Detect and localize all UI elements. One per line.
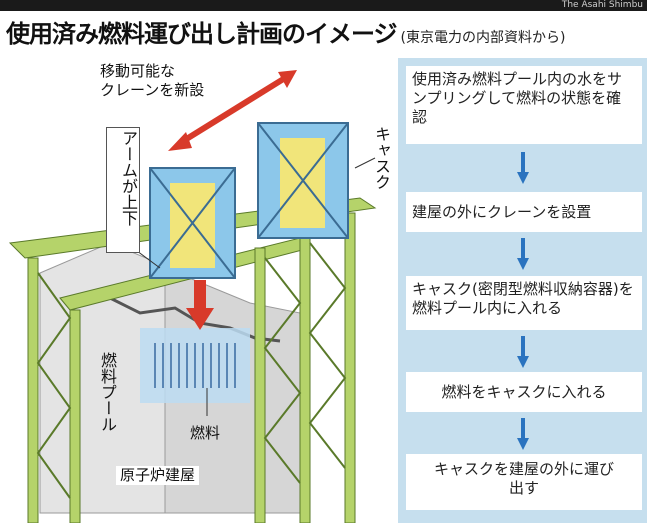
illustration <box>8 70 377 523</box>
step-3: キャスク(密閉型燃料収納容器)を燃料プール内に入れる <box>406 276 642 330</box>
fuel-label: 燃料 <box>190 424 221 442</box>
step-1: 使用済み燃料プール内の水をサンプリングして燃料の状態を確認 <box>406 66 642 144</box>
arm-label: アームが上下 <box>106 127 140 253</box>
pool-label: 燃料プール <box>98 352 117 432</box>
page-title: 使用済み燃料運び出し計画のイメージ <box>6 20 398 48</box>
top-bar: The Asahi Shimbu <box>0 0 647 11</box>
arm-down-arrow <box>186 280 214 330</box>
step-arrow-2 <box>517 238 529 270</box>
step-4: 燃料をキャスクに入れる <box>406 372 642 412</box>
cask-label: キャスク <box>372 126 391 190</box>
page-subtitle: (東京電力の内部資料から) <box>400 30 566 46</box>
crane-label: 移動可能な クレーンを新設 <box>100 62 205 99</box>
step-5: キャスクを建屋の外に運び出す <box>406 454 642 510</box>
cask-left <box>149 167 236 279</box>
step-arrow-4 <box>517 418 529 450</box>
credit-text: The Asahi Shimbu <box>561 0 643 10</box>
fuel-rods <box>154 343 236 388</box>
step-arrow-3 <box>517 336 529 368</box>
crane-move-arrow <box>168 70 297 151</box>
frame-bracing <box>36 242 347 499</box>
cask-leader-line <box>354 157 376 169</box>
header: 使用済み燃料運び出し計画のイメージ(東京電力の内部資料から) <box>6 14 646 54</box>
step-2: 建屋の外にクレーンを設置 <box>406 192 642 232</box>
step-arrow-1 <box>517 152 529 184</box>
building-label: 原子炉建屋 <box>116 466 200 485</box>
cask-right <box>257 122 349 239</box>
